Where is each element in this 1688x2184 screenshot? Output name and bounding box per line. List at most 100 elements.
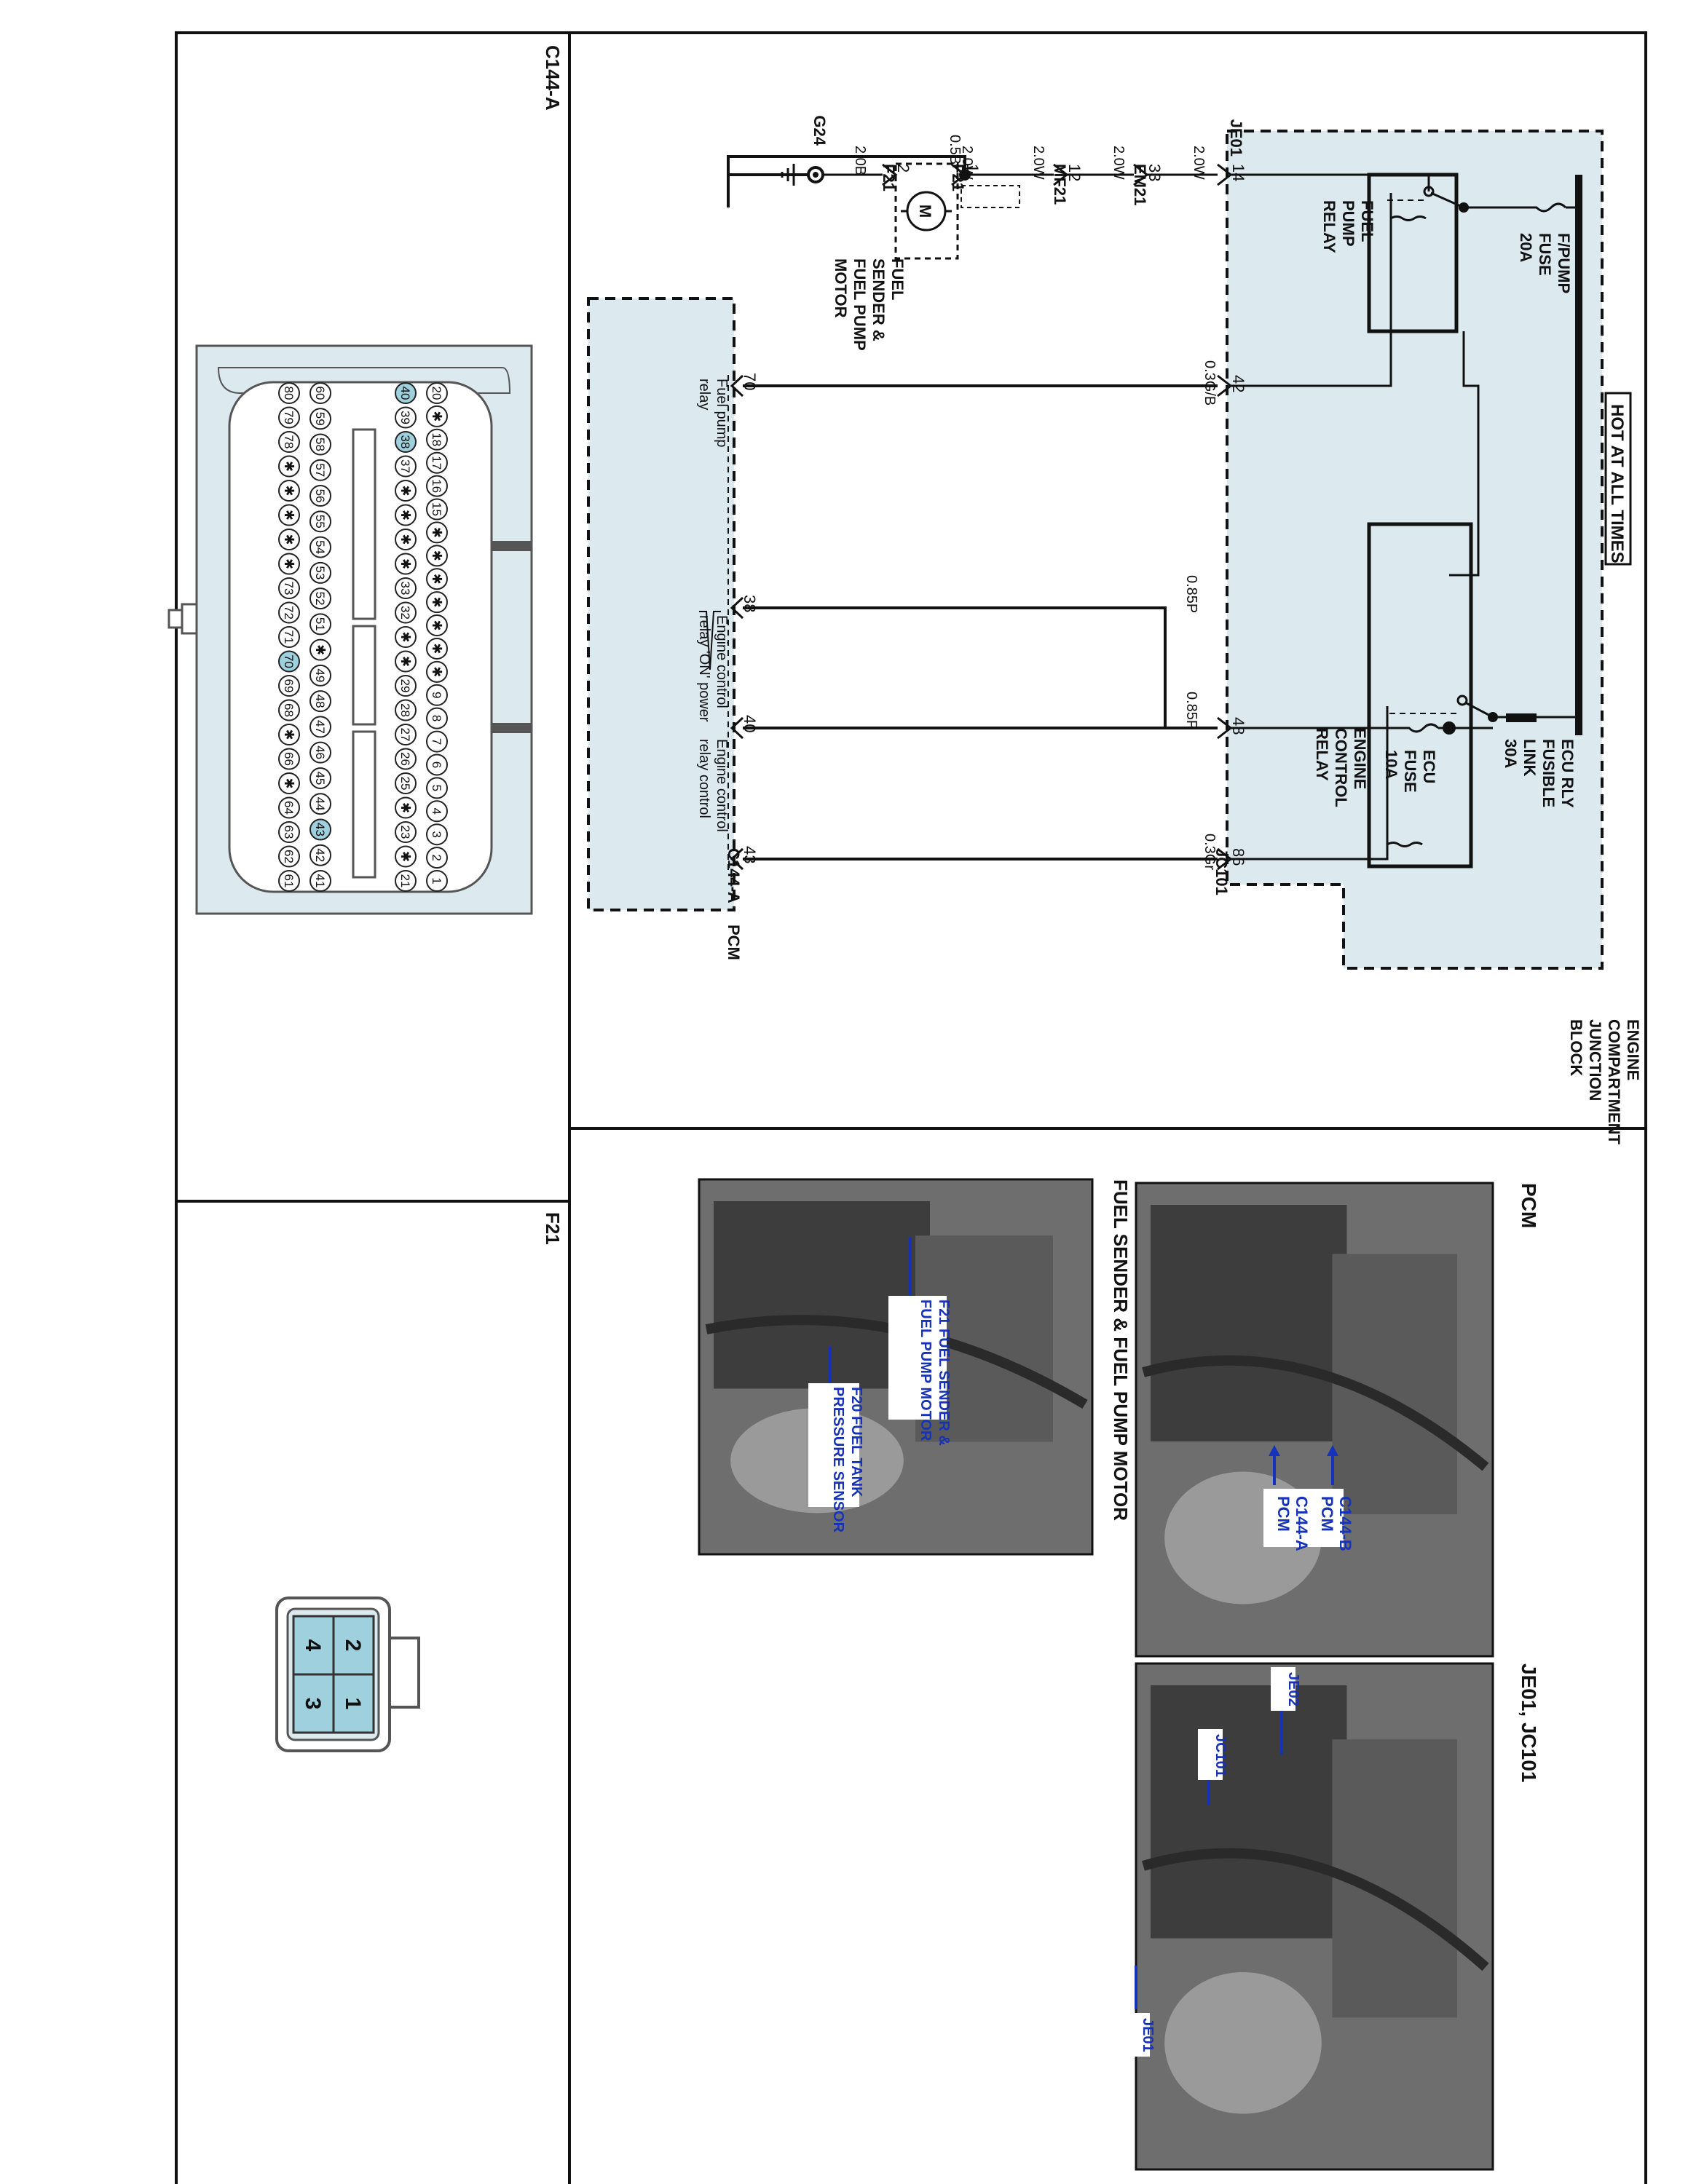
c144a-pin-label: ✱ — [398, 534, 413, 545]
wire-0.85P-b-label: 0.85P — [1183, 692, 1199, 729]
c144a-pin-label: 21 — [398, 874, 412, 888]
c144a-pin — [278, 724, 300, 745]
ecr-contact — [1464, 701, 1494, 719]
c144a-pin-label: ✱ — [282, 510, 296, 521]
c144a-pin — [426, 684, 448, 706]
c144a-pin-label: ✱ — [282, 534, 296, 545]
motor-label-line: SENDER & — [869, 258, 888, 341]
c144a-pin — [278, 455, 300, 478]
c144a-pin — [395, 650, 417, 673]
c144a-pin — [426, 475, 448, 497]
c144a-pin — [395, 626, 417, 648]
c144a-pin — [426, 451, 448, 474]
c144a-pin — [309, 690, 331, 713]
fpump-relay-label-line: RELAY — [1320, 200, 1338, 253]
c144a-pin — [426, 498, 448, 521]
pin-86: 86 — [1229, 848, 1247, 866]
wire-0.3GB-pin: 70 — [741, 373, 759, 390]
c144a-pin-label: 62 — [282, 850, 296, 863]
conn-g24: G24 — [811, 115, 829, 146]
c144a-pin — [309, 433, 331, 456]
c144a-pin — [278, 601, 300, 624]
c144a-pin-label: 18 — [430, 432, 443, 446]
c144a-pin-label: 41 — [313, 874, 327, 888]
c144a-pin-label: ✱ — [398, 851, 413, 862]
c144a-pin-label: ✱ — [430, 643, 444, 654]
c144a-pin-label: ✱ — [398, 656, 413, 667]
fuel-callout-f20-2: PRESSURE SENSOR — [830, 1387, 846, 1533]
outer-border — [175, 31, 1647, 2184]
c144a-pin — [278, 821, 300, 843]
c144a-pin-label: ✱ — [430, 666, 444, 677]
pcm-boundary — [587, 297, 735, 911]
pin-48: 48 — [1229, 717, 1247, 735]
c144a-pin-label: 26 — [398, 752, 412, 766]
motor-label-line: FUEL — [888, 258, 907, 300]
c144a-pin — [426, 707, 448, 729]
c144a-pin — [426, 545, 448, 567]
c144a-pin-label: ✱ — [398, 510, 413, 521]
c144a-pin-label: 48 — [313, 695, 327, 708]
motor-label-line: FUEL PUMP — [851, 258, 869, 351]
f21-pin-2: 2 — [341, 1639, 365, 1652]
pcm-fn-relay-ctrl-line: relay control — [696, 739, 712, 818]
c144a-title: C144-A — [542, 45, 564, 111]
c144a-pin-label: 55 — [313, 515, 327, 529]
c144a-pin-label: 42 — [313, 848, 327, 862]
c144a-pin — [278, 406, 300, 429]
c144a-pin — [278, 845, 300, 868]
schematic: HOT AT ALL TIMESF/PUMPFUSE20AFUELPUMPREL… — [587, 115, 1642, 1144]
c144a-slot-1 — [352, 428, 376, 620]
je01-jc101-terminal-1 — [1217, 374, 1233, 397]
relay-interlink — [1449, 331, 1480, 577]
c144a-pin-label: 79 — [282, 411, 296, 424]
em21-terminal — [1133, 163, 1149, 186]
c144a-pin-label: ✱ — [430, 597, 444, 608]
c144a-pin-label: 64 — [282, 801, 296, 815]
c144a-pin — [426, 870, 448, 892]
ecu-fusible-label-line: ECU RLY — [1558, 739, 1577, 808]
c144a-pin — [309, 459, 331, 481]
c144a-pin-label: 29 — [398, 679, 412, 693]
junction-block-label-line: BLOCK — [1567, 1019, 1585, 1076]
c144a-pin-label: ✱ — [398, 485, 413, 496]
c144a-pin-label: 1 — [430, 877, 443, 884]
c144a-pin-label: 66 — [282, 752, 296, 766]
c144a-pin — [278, 480, 300, 502]
c144a-pin-label: ✱ — [430, 527, 444, 538]
c144a-pin-label: 45 — [313, 771, 327, 785]
c144a-pin — [395, 796, 417, 819]
c144a-pin — [309, 716, 331, 738]
ec-relay-label-line: RELAY — [1313, 728, 1331, 781]
c144a-pin-label: 4 — [430, 808, 443, 815]
c144a-slot-3 — [352, 730, 376, 879]
c144a-pin-label: ✱ — [282, 485, 296, 496]
fuel-callout-f21: F21 FUEL SENDER & — [936, 1299, 952, 1446]
c144a-pin-label: ✱ — [282, 558, 296, 569]
c144a-pin — [309, 485, 331, 507]
c144a-pin — [395, 480, 417, 502]
c144a-pin — [309, 382, 331, 404]
c144a-pin-label: 57 — [313, 463, 327, 477]
c144a-pin — [309, 561, 331, 584]
c144a-pin — [395, 504, 417, 526]
c144a-latch — [181, 603, 198, 635]
c144a-pin-label: 40 — [398, 387, 412, 400]
c144a-pin-label: 71 — [282, 630, 296, 644]
c144a-pin — [426, 660, 448, 683]
c144a-pin-label: ✱ — [430, 620, 444, 631]
fuel-callout-f21-2: FUEL PUMP MOTOR — [918, 1299, 934, 1441]
wire-0.3GB-pcm-terminal — [730, 374, 744, 397]
c144a-pin-label: 27 — [398, 728, 412, 742]
f21-latch — [388, 1637, 420, 1709]
c144a-pin — [309, 793, 331, 815]
pcm-photo-title: PCM — [1518, 1183, 1540, 1228]
c144a-pin — [309, 870, 331, 892]
ecu-fusible-label-line: FUSIBLE — [1539, 739, 1558, 807]
